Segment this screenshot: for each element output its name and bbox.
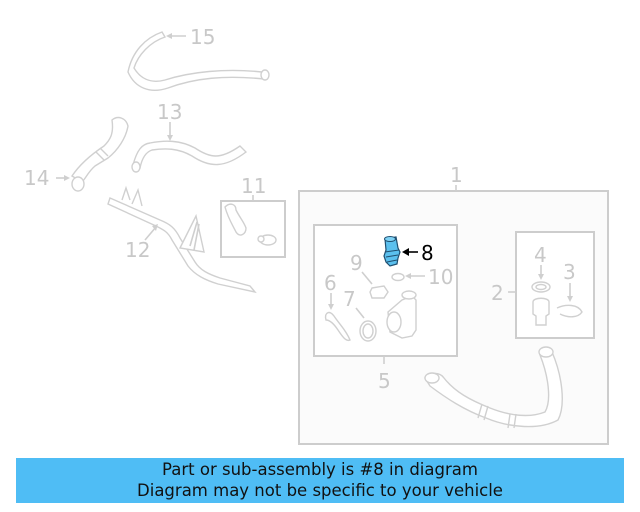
callout-6[interactable]: 6 (324, 271, 337, 295)
callout-2[interactable]: 2 (491, 281, 504, 305)
housing[interactable] (386, 290, 417, 339)
callout-11[interactable]: 11 (241, 174, 266, 198)
part-3-clip[interactable] (556, 304, 583, 318)
callout-4[interactable]: 4 (534, 243, 547, 267)
part-10-washer[interactable] (391, 272, 405, 282)
part-9-clip[interactable] (369, 285, 389, 299)
subassembly-2-box[interactable] (515, 231, 595, 339)
fitting[interactable] (532, 297, 550, 326)
callout-8[interactable]: 8 (421, 241, 434, 265)
part-11-box[interactable] (220, 200, 286, 258)
part-14-hose[interactable] (71, 116, 129, 192)
callout-7[interactable]: 7 (343, 287, 356, 311)
parts-diagram: 15 13 14 12 11 1 5 8 (24, 25, 609, 445)
part-12-pipe[interactable] (107, 185, 257, 294)
callout-5[interactable]: 5 (378, 369, 391, 393)
lower-hose[interactable] (424, 346, 563, 429)
banner-line-part: Part or sub-assembly is #8 in diagram (162, 460, 478, 479)
callout-15[interactable]: 15 (190, 25, 215, 49)
part-6-clamp[interactable] (324, 311, 351, 342)
info-banner: Part or sub-assembly is #8 in diagram Di… (16, 458, 624, 503)
leader-12 (144, 226, 157, 241)
callout-9[interactable]: 9 (350, 251, 363, 275)
part-8-sensor[interactable] (383, 236, 401, 267)
callout-13[interactable]: 13 (157, 100, 182, 124)
callout-10[interactable]: 10 (428, 265, 453, 289)
part-15-hose[interactable] (127, 31, 270, 91)
callout-12[interactable]: 12 (125, 238, 150, 262)
part-13-hose[interactable] (131, 140, 248, 173)
callout-1[interactable]: 1 (450, 163, 463, 187)
callout-3[interactable]: 3 (563, 260, 576, 284)
banner-line-disclaimer: Diagram may not be specific to your vehi… (137, 481, 503, 500)
callout-14[interactable]: 14 (24, 166, 49, 190)
